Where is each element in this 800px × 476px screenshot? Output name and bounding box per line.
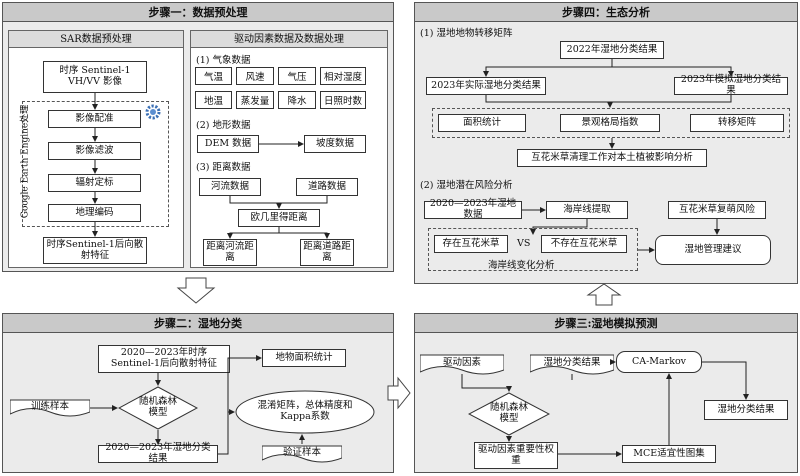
sec2-label: (2) 湿地潜在风险分析 bbox=[420, 180, 513, 191]
river-dist-box: 距离河流距离 bbox=[203, 239, 257, 266]
camarkov-box: CA-Markov bbox=[616, 351, 702, 373]
sar-output-box: 时序Sentinel-1后向散射特征 bbox=[43, 237, 147, 264]
accuracy-label: 混淆矩阵，总体精度和Kappa系数 bbox=[257, 400, 353, 422]
drivers-title: 驱动因素数据及数据处理 bbox=[191, 31, 387, 48]
river-box: 河流数据 bbox=[199, 178, 261, 196]
rf-label: 随机森林模型 bbox=[138, 396, 177, 418]
meteo-air-temp: 气温 bbox=[195, 67, 232, 85]
meteo-wind: 风速 bbox=[236, 67, 274, 85]
meteo-sunshine: 日照时数 bbox=[320, 91, 366, 109]
mce-box: MCE适宜性图集 bbox=[622, 445, 716, 463]
result-box: 2020—2023年湿地分类结果 bbox=[98, 442, 218, 464]
gear-icon bbox=[144, 103, 162, 121]
vs-label: VS bbox=[517, 238, 531, 249]
dem-box: DEM 数据 bbox=[197, 135, 259, 153]
sar-step-registration: 影像配准 bbox=[48, 110, 141, 128]
accuracy-ellipse: 混淆矩阵，总体精度和Kappa系数 bbox=[235, 390, 375, 434]
meteo-pressure: 气压 bbox=[278, 67, 316, 85]
train-label: 训练样本 bbox=[30, 400, 69, 412]
meteo-evaporation: 蒸发量 bbox=[236, 91, 274, 109]
feature-box: 2020—2023年时序Sentinel-1后向散射特征 bbox=[98, 345, 230, 373]
step1-title: 步骤一：数据预处理 bbox=[3, 3, 393, 22]
drivers-doc: 驱动因素 bbox=[420, 354, 504, 376]
wetland3-label: 湿地分类结果 bbox=[543, 356, 601, 368]
sar-step-calibration: 辐射定标 bbox=[48, 174, 141, 192]
regrowth-box: 互花米草复萌风险 bbox=[668, 201, 766, 219]
sec1-label: (1) 湿地地物转移矩阵 bbox=[420, 28, 513, 39]
step3-title: 步骤三:湿地模拟预测 bbox=[415, 314, 797, 333]
meteo-precipitation: 降水 bbox=[278, 91, 316, 109]
gee-dashed-group bbox=[22, 101, 169, 227]
output3-box: 湿地分类结果 bbox=[704, 400, 788, 420]
sar-title: SAR数据预处理 bbox=[9, 31, 183, 48]
coast-box: 海岸线提取 bbox=[546, 201, 628, 219]
impact-box: 互花米草清理工作对本土植被影响分析 bbox=[517, 149, 707, 167]
train-samples: 训练样本 bbox=[10, 398, 90, 418]
meteo-label: (1) 气象数据 bbox=[196, 55, 251, 66]
valid-samples: 验证样本 bbox=[262, 444, 342, 464]
step4-title: 步骤四：生态分析 bbox=[415, 3, 797, 22]
result2022-box: 2022年湿地分类结果 bbox=[560, 41, 664, 59]
present-box: 存在互花米草 bbox=[434, 235, 508, 253]
metrics-dashed-group bbox=[432, 108, 790, 138]
distance-label: (3) 距离数据 bbox=[196, 162, 251, 173]
meteo-humidity: 相对湿度 bbox=[320, 67, 366, 85]
mgmt-box: 湿地管理建议 bbox=[655, 235, 771, 265]
valid-label: 验证样本 bbox=[282, 446, 321, 458]
road-dist-box: 距离道路距离 bbox=[300, 239, 354, 266]
metric-area: 面积统计 bbox=[438, 114, 526, 132]
road-box: 道路数据 bbox=[296, 178, 358, 196]
wetland-doc: 湿地分类结果 bbox=[530, 354, 614, 376]
step2-title: 步骤二：湿地分类 bbox=[3, 314, 393, 333]
sim2023-box: 2023年模拟湿地分类结果 bbox=[674, 74, 788, 96]
absent-box: 不存在互花米草 bbox=[541, 235, 627, 253]
sar-step-filtering: 影像滤波 bbox=[48, 142, 141, 160]
data2020-box: 2020—2023年湿地数据 bbox=[424, 198, 522, 220]
rf3-diamond: 随机森林模型 bbox=[468, 392, 550, 436]
gee-label: Google Earth Engine处理 bbox=[20, 104, 31, 219]
rf3-label: 随机森林模型 bbox=[489, 402, 528, 424]
slope-box: 坡度数据 bbox=[304, 135, 366, 153]
metric-transfer: 转移矩阵 bbox=[690, 114, 784, 132]
coast-change-label: 海岸线变化分析 bbox=[488, 260, 555, 271]
meteo-ground-temp: 地温 bbox=[195, 91, 232, 109]
euclid-box: 欧几里得距离 bbox=[238, 209, 320, 227]
area-stat-box: 地物面积统计 bbox=[262, 349, 346, 367]
metric-landscape: 景观格局指数 bbox=[560, 114, 660, 132]
sar-input-box: 时序 Sentinel-1 VH/VV 影像 bbox=[43, 61, 147, 93]
drivers3-label: 驱动因素 bbox=[442, 356, 481, 368]
sar-step-geocoding: 地理编码 bbox=[48, 204, 141, 222]
importance-box: 驱动因素重要性权重 bbox=[474, 442, 558, 469]
rf-diamond: 随机森林模型 bbox=[118, 386, 198, 430]
terrain-label: (2) 地形数据 bbox=[196, 120, 251, 131]
actual2023-box: 2023年实际湿地分类结果 bbox=[426, 77, 546, 95]
